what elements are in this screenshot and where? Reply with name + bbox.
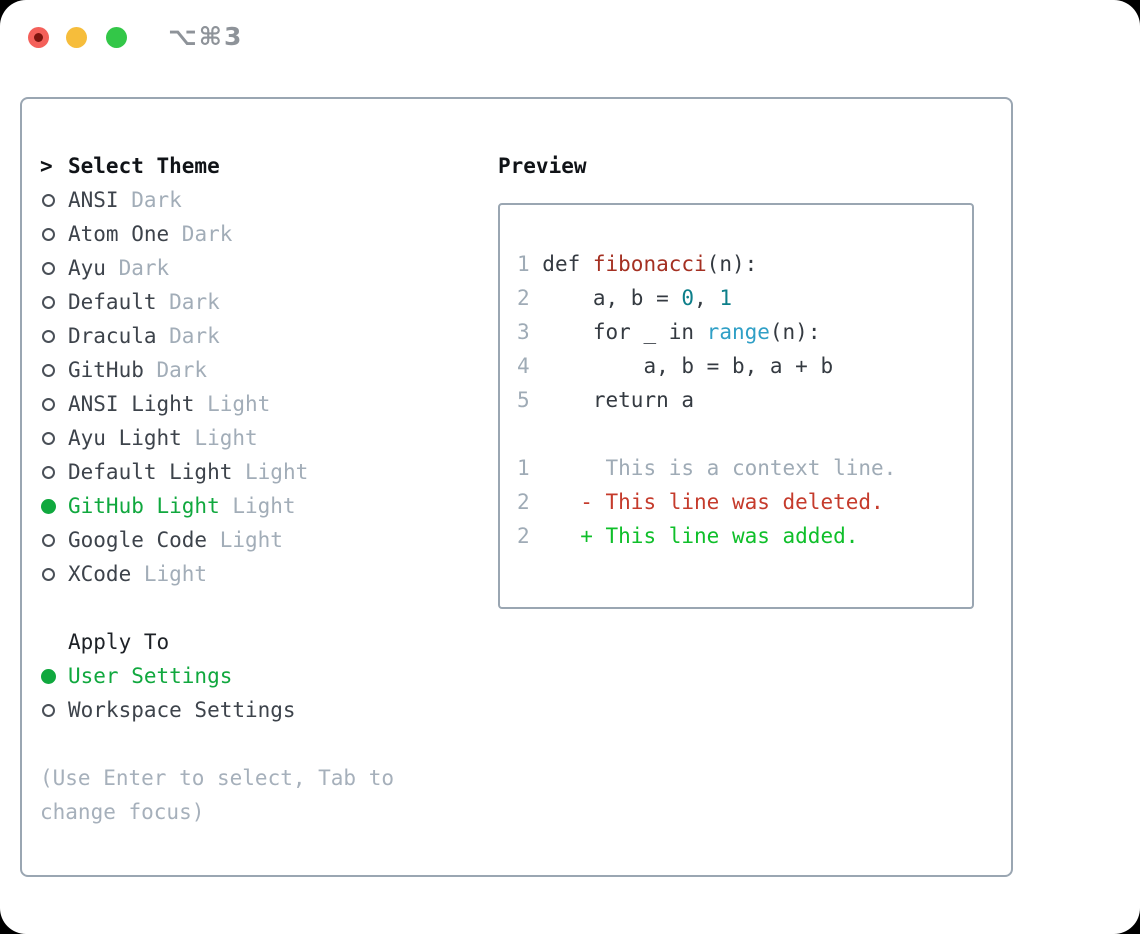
- radio-selected-icon: [40, 668, 68, 684]
- radio-unselected-icon: [40, 465, 68, 479]
- code-line: 4 a, b = b, a + b: [517, 354, 834, 378]
- theme-option-dracula[interactable]: Dracula Dark: [40, 319, 478, 353]
- radio-unselected-icon: [40, 295, 68, 309]
- focus-arrow-icon: >: [40, 154, 53, 178]
- keyboard-hint: (Use Enter to select, Tab to change focu…: [40, 766, 395, 824]
- radio-unselected-icon: [40, 261, 68, 275]
- close-button[interactable]: [28, 27, 49, 48]
- theme-name: Default: [68, 290, 157, 314]
- zoom-button[interactable]: [106, 27, 127, 48]
- theme-variant-badge: Dark: [143, 358, 208, 382]
- code-line: 2 + This line was added.: [517, 524, 859, 548]
- line-number: 2: [517, 490, 543, 514]
- preview-header: Preview: [498, 154, 587, 178]
- line-number: 2: [517, 524, 543, 548]
- theme-option-ayu-light[interactable]: Ayu Light Light: [40, 421, 478, 455]
- window-title-shortcut: ⌥⌘3: [168, 22, 244, 51]
- theme-variant-badge: Dark: [105, 256, 170, 280]
- code-line: 2 - This line was deleted.: [517, 490, 884, 514]
- theme-option-atom-one[interactable]: Atom One Dark: [40, 217, 478, 251]
- theme-variant-badge: Dark: [169, 222, 233, 246]
- code-line: 2 a, b = 0, 1: [517, 286, 732, 310]
- preview-column: Preview 1 def fibonacci(n): 2 a, b = 0, 1…: [498, 149, 998, 609]
- code-line: 1 def fibonacci(n):: [517, 252, 758, 276]
- apply-option-user-settings[interactable]: User Settings: [40, 659, 478, 693]
- theme-option-ansi-light[interactable]: ANSI Light Light: [40, 387, 478, 421]
- theme-name: ANSI Light: [68, 392, 195, 416]
- theme-variant-badge: Dark: [118, 188, 182, 212]
- spacer: [40, 591, 478, 625]
- apply-to-header: Apply To: [68, 630, 170, 654]
- theme-option-ansi[interactable]: ANSI Dark: [40, 183, 478, 217]
- theme-name: GitHub: [68, 358, 144, 382]
- theme-name: Default Light: [68, 460, 233, 484]
- minimize-button[interactable]: [66, 27, 87, 48]
- apply-option-workspace-settings[interactable]: Workspace Settings: [40, 693, 478, 727]
- line-number: 2: [517, 286, 543, 310]
- theme-name: Dracula: [68, 324, 157, 348]
- theme-variant-badge: Light: [207, 528, 283, 552]
- theme-name: Atom One: [68, 222, 170, 246]
- theme-name: Google Code: [68, 528, 208, 552]
- theme-option-github-light[interactable]: GitHub Light Light: [40, 489, 478, 523]
- theme-variant-badge: Light: [194, 392, 271, 416]
- code-line: 1 This is a context line.: [517, 456, 897, 480]
- line-number: 5: [517, 388, 543, 412]
- radio-unselected-icon: [40, 533, 68, 547]
- radio-unselected-icon: [40, 193, 68, 207]
- radio-unselected-icon: [40, 227, 68, 241]
- theme-name: GitHub Light: [68, 494, 220, 518]
- select-theme-header: >Select Theme: [40, 149, 478, 183]
- theme-name: Ayu: [68, 256, 106, 280]
- radio-unselected-icon: [40, 363, 68, 377]
- code-preview-box: 1 def fibonacci(n): 2 a, b = 0, 1 3 for _ …: [498, 203, 974, 609]
- theme-variant-badge: Light: [131, 562, 208, 586]
- radio-unselected-icon: [40, 567, 68, 581]
- theme-variant-badge: Light: [219, 494, 296, 518]
- theme-option-xcode[interactable]: XCode Light: [40, 557, 478, 591]
- theme-variant-badge: Light: [232, 460, 309, 484]
- theme-option-ayu[interactable]: Ayu Dark: [40, 251, 478, 285]
- radio-selected-icon: [40, 498, 68, 514]
- theme-variant-badge: Light: [181, 426, 258, 450]
- code-block: 1 def fibonacci(n): 2 a, b = 0, 1 3 for _ …: [517, 247, 972, 553]
- theme-variant-badge: Dark: [156, 290, 220, 314]
- apply-option-label: Workspace Settings: [68, 698, 296, 722]
- theme-option-github[interactable]: GitHub Dark: [40, 353, 478, 387]
- code-blank-line: [517, 417, 972, 451]
- radio-unselected-icon: [40, 397, 68, 411]
- theme-option-default[interactable]: Default Dark: [40, 285, 478, 319]
- titlebar: ⌥⌘3: [0, 0, 1140, 75]
- theme-name: Ayu Light: [68, 426, 182, 450]
- line-number: 1: [517, 252, 543, 276]
- theme-variant-badge: Dark: [156, 324, 220, 348]
- line-number: 3: [517, 320, 543, 344]
- theme-name: ANSI: [68, 188, 119, 212]
- theme-option-default-light[interactable]: Default Light Light: [40, 455, 478, 489]
- apply-option-label: User Settings: [68, 664, 233, 688]
- line-number: 1: [517, 456, 543, 480]
- radio-unselected-icon: [40, 431, 68, 445]
- theme-name: XCode: [68, 562, 132, 586]
- radio-unselected-icon: [40, 703, 68, 717]
- code-line: 3 for _ in range(n):: [517, 320, 821, 344]
- radio-unselected-icon: [40, 329, 68, 343]
- code-line: 5 return a: [517, 388, 695, 412]
- line-number: 4: [517, 354, 543, 378]
- theme-option-google-code[interactable]: Google Code Light: [40, 523, 478, 557]
- spacer: [40, 727, 478, 761]
